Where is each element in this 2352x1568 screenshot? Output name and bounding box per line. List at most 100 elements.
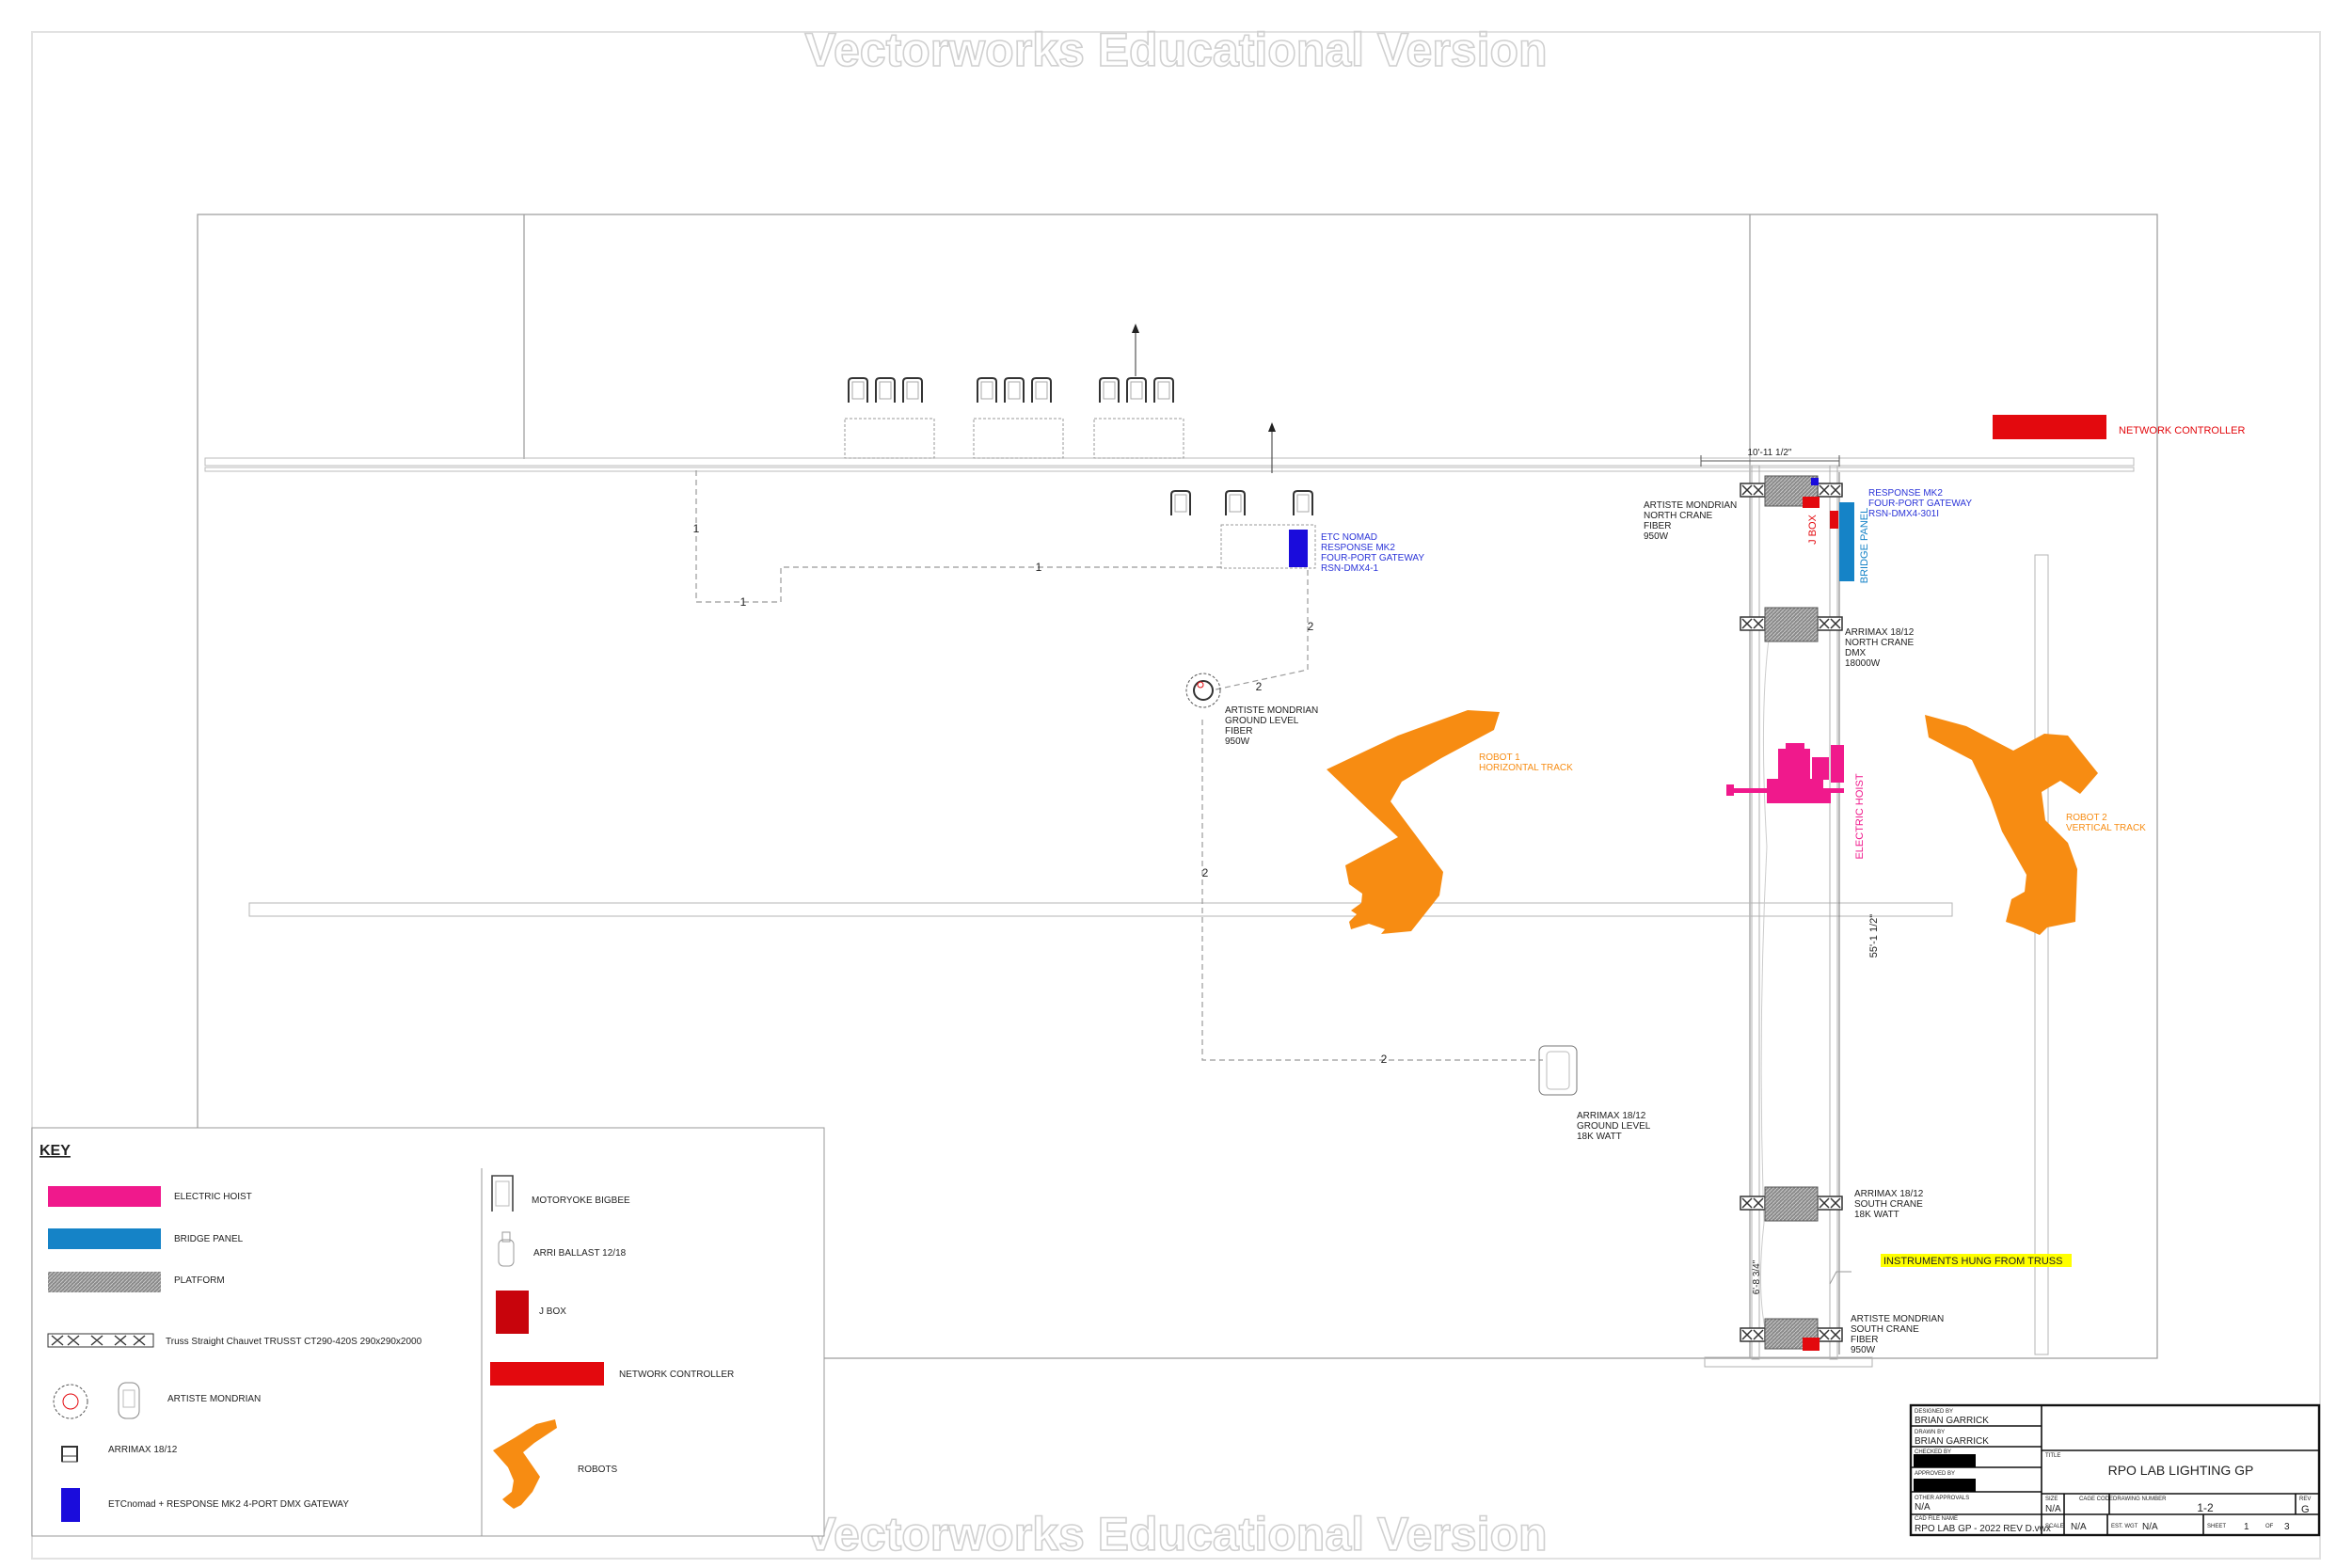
- svg-text:SOUTH CRANE: SOUTH CRANE: [1851, 1324, 1919, 1335]
- svg-text:FIBER: FIBER: [1225, 726, 1252, 736]
- jbox-label: J BOX: [1807, 514, 1819, 544]
- svg-text:ARRI BALLAST 12/18: ARRI BALLAST 12/18: [533, 1248, 627, 1259]
- right-dimension: 55'-1 1/2": [1838, 472, 1880, 1354]
- svg-text:CAD FILE NAME: CAD FILE NAME: [1915, 1516, 1958, 1522]
- svg-text:ROBOT 1: ROBOT 1: [1479, 752, 1520, 763]
- arrimax-ground: [1538, 1045, 1578, 1096]
- platform-center: [1170, 490, 1316, 569]
- svg-text:ROBOTS: ROBOTS: [578, 1465, 618, 1475]
- svg-text:Truss Straight Chauvet TRUSST: Truss Straight Chauvet TRUSST CT290-420S…: [166, 1337, 422, 1347]
- run-label: 2: [1256, 680, 1263, 693]
- svg-text:APPROVED BY: APPROVED BY: [1915, 1471, 1955, 1477]
- annotation-response-right: RESPONSE MK2 FOUR-PORT GATEWAY RSN-DMX4-…: [1868, 488, 1972, 519]
- key-legend: KEY ELECTRIC HOIST BRIDGE PANEL PLATFORM…: [31, 1127, 825, 1537]
- key-swatch-robot: [493, 1419, 557, 1509]
- svg-text:OF: OF: [2265, 1524, 2274, 1529]
- svg-text:FOUR-PORT GATEWAY: FOUR-PORT GATEWAY: [1868, 499, 1972, 509]
- svg-text:REV: REV: [2299, 1497, 2311, 1502]
- svg-text:RPO LAB GP - 2022 REV D.vwx: RPO LAB GP - 2022 REV D.vwx: [1915, 1524, 2051, 1534]
- svg-text:PLATFORM: PLATFORM: [174, 1275, 225, 1286]
- svg-text:TITLE: TITLE: [2045, 1453, 2060, 1459]
- motoryoke-fixture: [1099, 377, 1174, 404]
- cable-run-labels: 1 1 1 2 2 2 2: [693, 522, 1388, 1066]
- svg-text:950W: 950W: [1644, 531, 1669, 542]
- svg-text:HORIZONTAL TRACK: HORIZONTAL TRACK: [1479, 763, 1573, 773]
- motoryoke-fixture: [848, 377, 923, 404]
- key-title: KEY: [40, 1143, 71, 1159]
- cable-runs: [695, 470, 1543, 1061]
- svg-text:NORTH CRANE: NORTH CRANE: [1845, 638, 1914, 648]
- svg-text:ARTISTE MONDRIAN: ARTISTE MONDRIAN: [1644, 500, 1737, 511]
- svg-text:950W: 950W: [1851, 1345, 1876, 1355]
- annotation-instruments-hung: INSTRUMENTS HUNG FROM TRUSS: [1829, 1254, 2072, 1285]
- key-swatch-gateway: [61, 1488, 80, 1522]
- room-outline: [197, 214, 2158, 1359]
- run-label: 1: [740, 595, 747, 609]
- svg-text:N/A: N/A: [2142, 1522, 2158, 1532]
- svg-text:FOUR-PORT GATEWAY: FOUR-PORT GATEWAY: [1321, 553, 1424, 563]
- key-swatch-platform: [48, 1272, 161, 1292]
- svg-text:ARRIMAX 18/12: ARRIMAX 18/12: [108, 1445, 178, 1455]
- annotation-response-center: ETC NOMAD RESPONSE MK2 FOUR-PORT GATEWAY…: [1321, 532, 1424, 574]
- title-block: [1909, 1403, 2321, 1537]
- robot-1: [1327, 710, 1500, 934]
- svg-text:3: 3: [2284, 1522, 2290, 1532]
- svg-text:RESPONSE MK2: RESPONSE MK2: [1868, 488, 1943, 499]
- svg-text:GROUND LEVEL: GROUND LEVEL: [1225, 716, 1299, 726]
- bridge-panel-label: BRIDGE PANEL: [1859, 508, 1870, 584]
- jbox: [1830, 511, 1838, 529]
- network-controller: [1993, 415, 2106, 439]
- svg-text:SOUTH CRANE: SOUTH CRANE: [1854, 1199, 1923, 1210]
- svg-text:ARRIMAX 18/12: ARRIMAX 18/12: [1577, 1111, 1646, 1121]
- drawing-title: RPO LAB LIGHTING GP: [2108, 1463, 2254, 1478]
- svg-text:18K WATT: 18K WATT: [1854, 1210, 1899, 1220]
- key-swatch-truss: [47, 1333, 154, 1348]
- artiste-mondrian-ground: [1185, 673, 1221, 708]
- svg-text:NORTH CRANE: NORTH CRANE: [1644, 511, 1712, 521]
- run-label: 1: [1036, 561, 1042, 574]
- svg-text:BRIAN GARRICK: BRIAN GARRICK: [1915, 1416, 1989, 1426]
- top-rail: [204, 457, 2135, 472]
- key-swatch-bridge: [48, 1228, 161, 1249]
- svg-text:1: 1: [2244, 1522, 2249, 1532]
- key-swatch-network-controller: [490, 1362, 604, 1386]
- key-swatch-hoist: [48, 1186, 161, 1207]
- annotation-mondrian-ground: ARTISTE MONDRIAN GROUND LEVEL FIBER 950W: [1225, 705, 1318, 747]
- svg-text:INSTRUMENTS HUNG FROM TRUSS: INSTRUMENTS HUNG FROM TRUSS: [1883, 1256, 2062, 1267]
- svg-text:MOTORYOKE BIGBEE: MOTORYOKE BIGBEE: [532, 1196, 630, 1206]
- title-block-text: DESIGNED BY BRIAN GARRICK DRAWN BY BRIAN…: [1915, 1409, 2311, 1534]
- svg-text:BRIAN GARRICK: BRIAN GARRICK: [1915, 1436, 1989, 1447]
- annotation-robot-2: ROBOT 2 VERTICAL TRACK: [2066, 813, 2146, 833]
- dimension-low-segment: 6'-8 3/4": [1752, 1259, 1762, 1294]
- sheet-border: [31, 31, 2321, 1560]
- svg-text:ELECTRIC HOIST: ELECTRIC HOIST: [174, 1192, 252, 1202]
- svg-text:VERTICAL TRACK: VERTICAL TRACK: [2066, 823, 2146, 833]
- crane-rails: [1704, 465, 1873, 1368]
- run-label: 2: [1381, 1053, 1388, 1066]
- svg-text:RSN-DMX4-1: RSN-DMX4-1: [1321, 563, 1379, 574]
- north-crane-arrimax: [1740, 607, 1843, 642]
- north-crane-truss: [1740, 475, 1843, 508]
- bridge-panel: [1839, 502, 1854, 581]
- svg-text:ARTISTE MONDRIAN: ARTISTE MONDRIAN: [167, 1394, 261, 1404]
- top-dimension: 10'-11 1/2": [1700, 448, 1840, 467]
- vertical-track: [2034, 554, 2049, 1355]
- annotation-mondrian-south: ARTISTE MONDRIAN SOUTH CRANE FIBER 950W: [1851, 1314, 1944, 1355]
- svg-text:18K WATT: 18K WATT: [1577, 1132, 1622, 1142]
- svg-text:DESIGNED BY: DESIGNED BY: [1915, 1409, 1953, 1415]
- svg-text:18000W: 18000W: [1845, 658, 1881, 669]
- svg-text:ARTISTE MONDRIAN: ARTISTE MONDRIAN: [1225, 705, 1318, 716]
- annotation-arrimax-south: ARRIMAX 18/12 SOUTH CRANE 18K WATT: [1854, 1189, 1924, 1220]
- south-crane-truss: [1740, 1318, 1843, 1351]
- svg-text:FIBER: FIBER: [1851, 1335, 1878, 1345]
- svg-text:SIZE: SIZE: [2045, 1497, 2058, 1502]
- key-swatch-motoryoke: [491, 1175, 514, 1212]
- svg-text:DRAWING NUMBER: DRAWING NUMBER: [2113, 1497, 2167, 1502]
- svg-text:GROUND LEVEL: GROUND LEVEL: [1577, 1121, 1651, 1132]
- svg-text:RESPONSE MK2: RESPONSE MK2: [1321, 543, 1395, 553]
- svg-text:ARRIMAX 18/12: ARRIMAX 18/12: [1845, 627, 1915, 638]
- svg-text:N/A: N/A: [2071, 1522, 2087, 1532]
- svg-text:1-2: 1-2: [2197, 1501, 2214, 1514]
- annotation-arrimax-ground: ARRIMAX 18/12 GROUND LEVEL 18K WATT: [1577, 1111, 1651, 1142]
